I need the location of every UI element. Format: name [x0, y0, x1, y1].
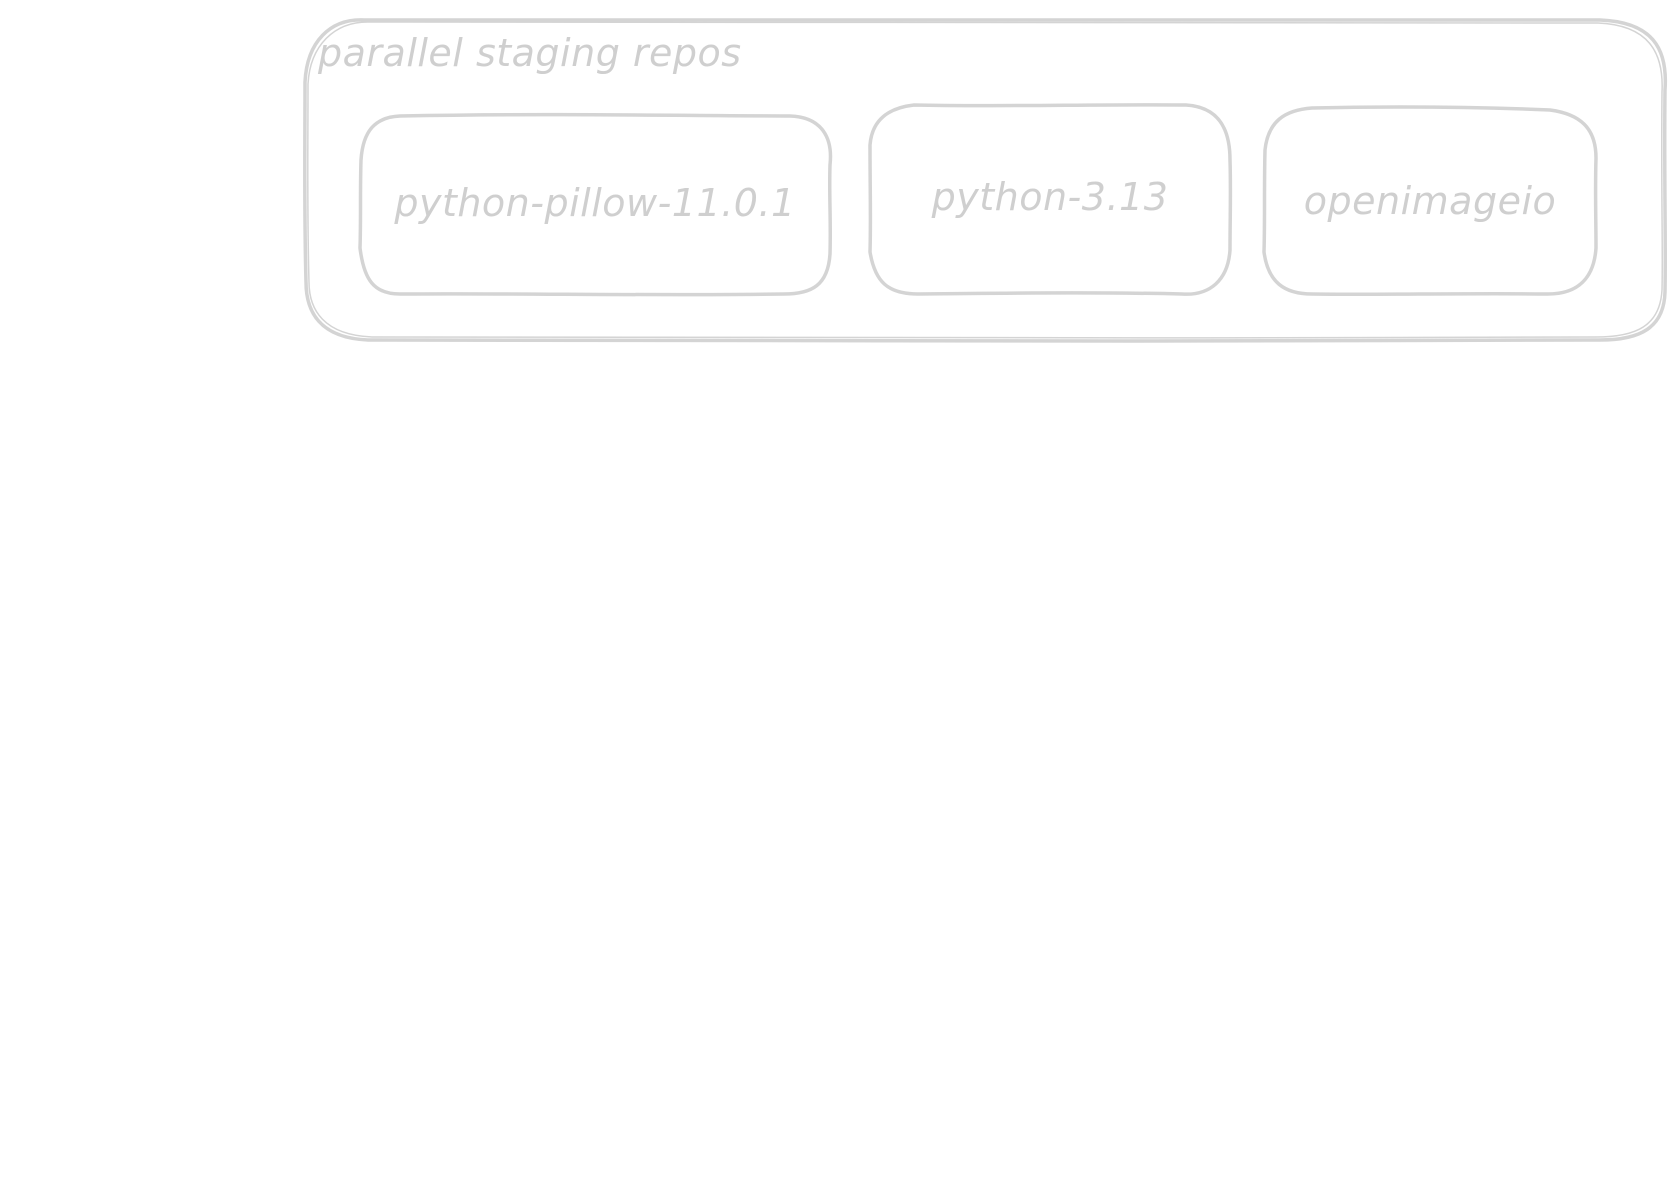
node-python-pillow[interactable]: python-pillow-11.0.1 — [358, 112, 833, 297]
node-openimageio[interactable]: openimageio — [1262, 105, 1598, 297]
node-label: python-pillow-11.0.1 — [393, 181, 795, 225]
node-label: python-3.13 — [931, 175, 1169, 219]
node-outline — [868, 103, 1233, 296]
group-container-parallel-staging-repos[interactable]: parallel staging repos — [303, 17, 1668, 343]
node-outline — [358, 112, 833, 297]
node-label: openimageio — [1304, 179, 1557, 223]
node-python-313[interactable]: python-3.13 — [868, 103, 1233, 296]
group-container-outline — [303, 17, 1668, 343]
node-outline — [1262, 105, 1598, 297]
group-title: parallel staging repos — [317, 31, 742, 75]
group-container-outline-secondary — [307, 21, 1664, 339]
